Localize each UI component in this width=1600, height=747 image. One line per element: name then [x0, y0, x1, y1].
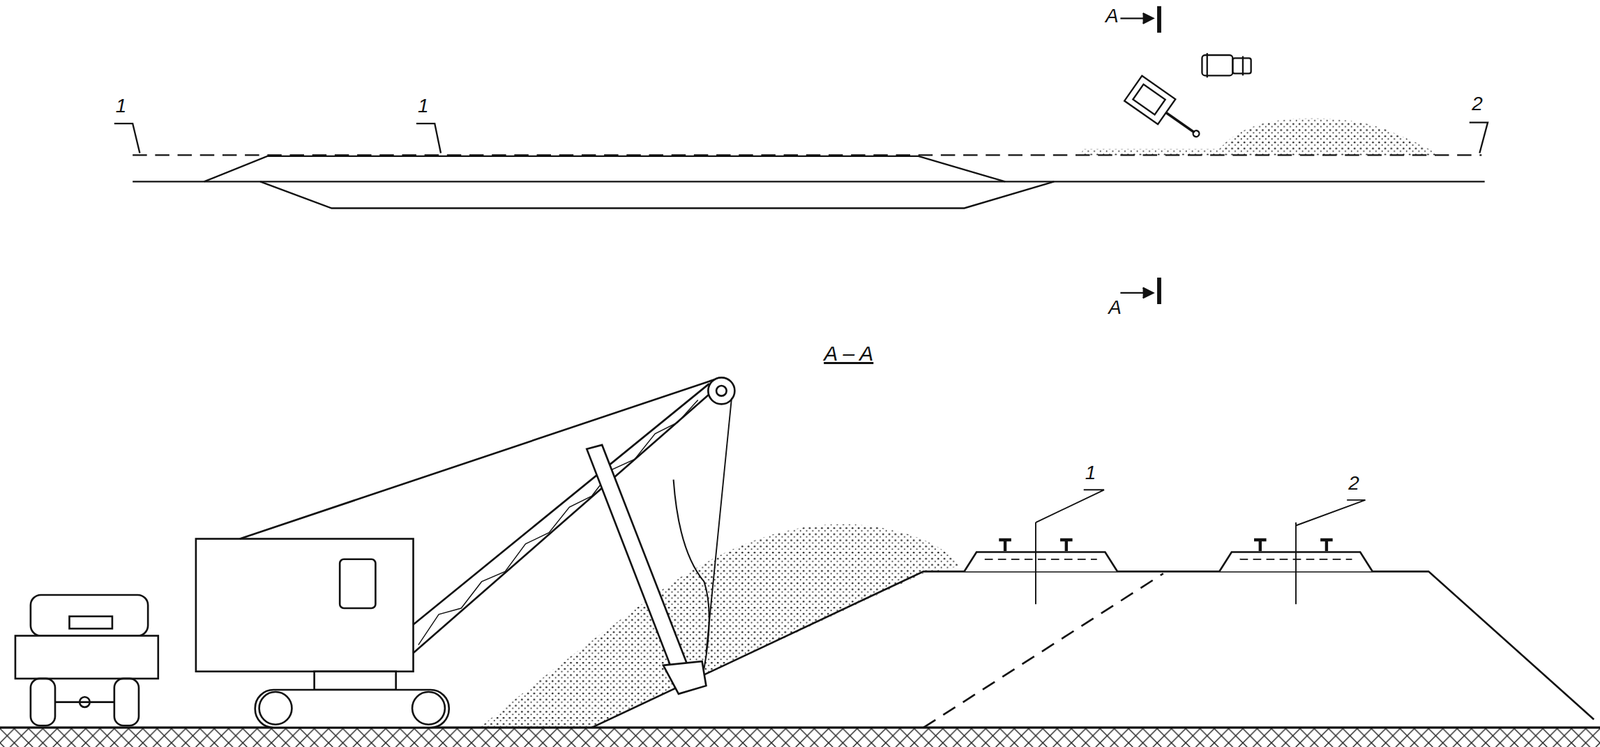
section-letter: A: [1104, 6, 1121, 26]
leader-line: [114, 123, 141, 153]
track-2: [1219, 522, 1372, 605]
excavation-outline: [204, 156, 1006, 183]
track-axis-2: [132, 180, 1485, 183]
truck-plan: [1201, 53, 1251, 78]
excavator: [195, 377, 735, 728]
leader-line: [1295, 500, 1365, 526]
section-mark: [1120, 6, 1160, 305]
excavation-outline: [260, 181, 1054, 208]
callout-number: 1: [114, 96, 129, 116]
track-1: [964, 522, 1118, 605]
callout-number: 2: [1470, 94, 1485, 114]
dig-face: [673, 479, 710, 669]
leader-line: [1035, 489, 1105, 523]
plan-view: [114, 6, 1488, 305]
cross-section: [0, 377, 1600, 747]
stockpile-plan: [1079, 118, 1439, 156]
callout-number: 1: [1083, 463, 1098, 483]
excavator-plan: [1124, 76, 1209, 148]
section-title: A – A: [822, 343, 875, 365]
leader-line: [1469, 122, 1488, 154]
ground-line: [0, 726, 1600, 729]
leader-line: [416, 123, 441, 153]
dump-truck: [15, 594, 159, 726]
ground-hatch: [0, 727, 1600, 747]
stockpile: [479, 524, 960, 729]
callout-number: 2: [1346, 473, 1361, 494]
embankment-widening: [923, 573, 1164, 728]
section-letter: A: [1106, 297, 1123, 318]
callout-number: 1: [416, 96, 431, 116]
